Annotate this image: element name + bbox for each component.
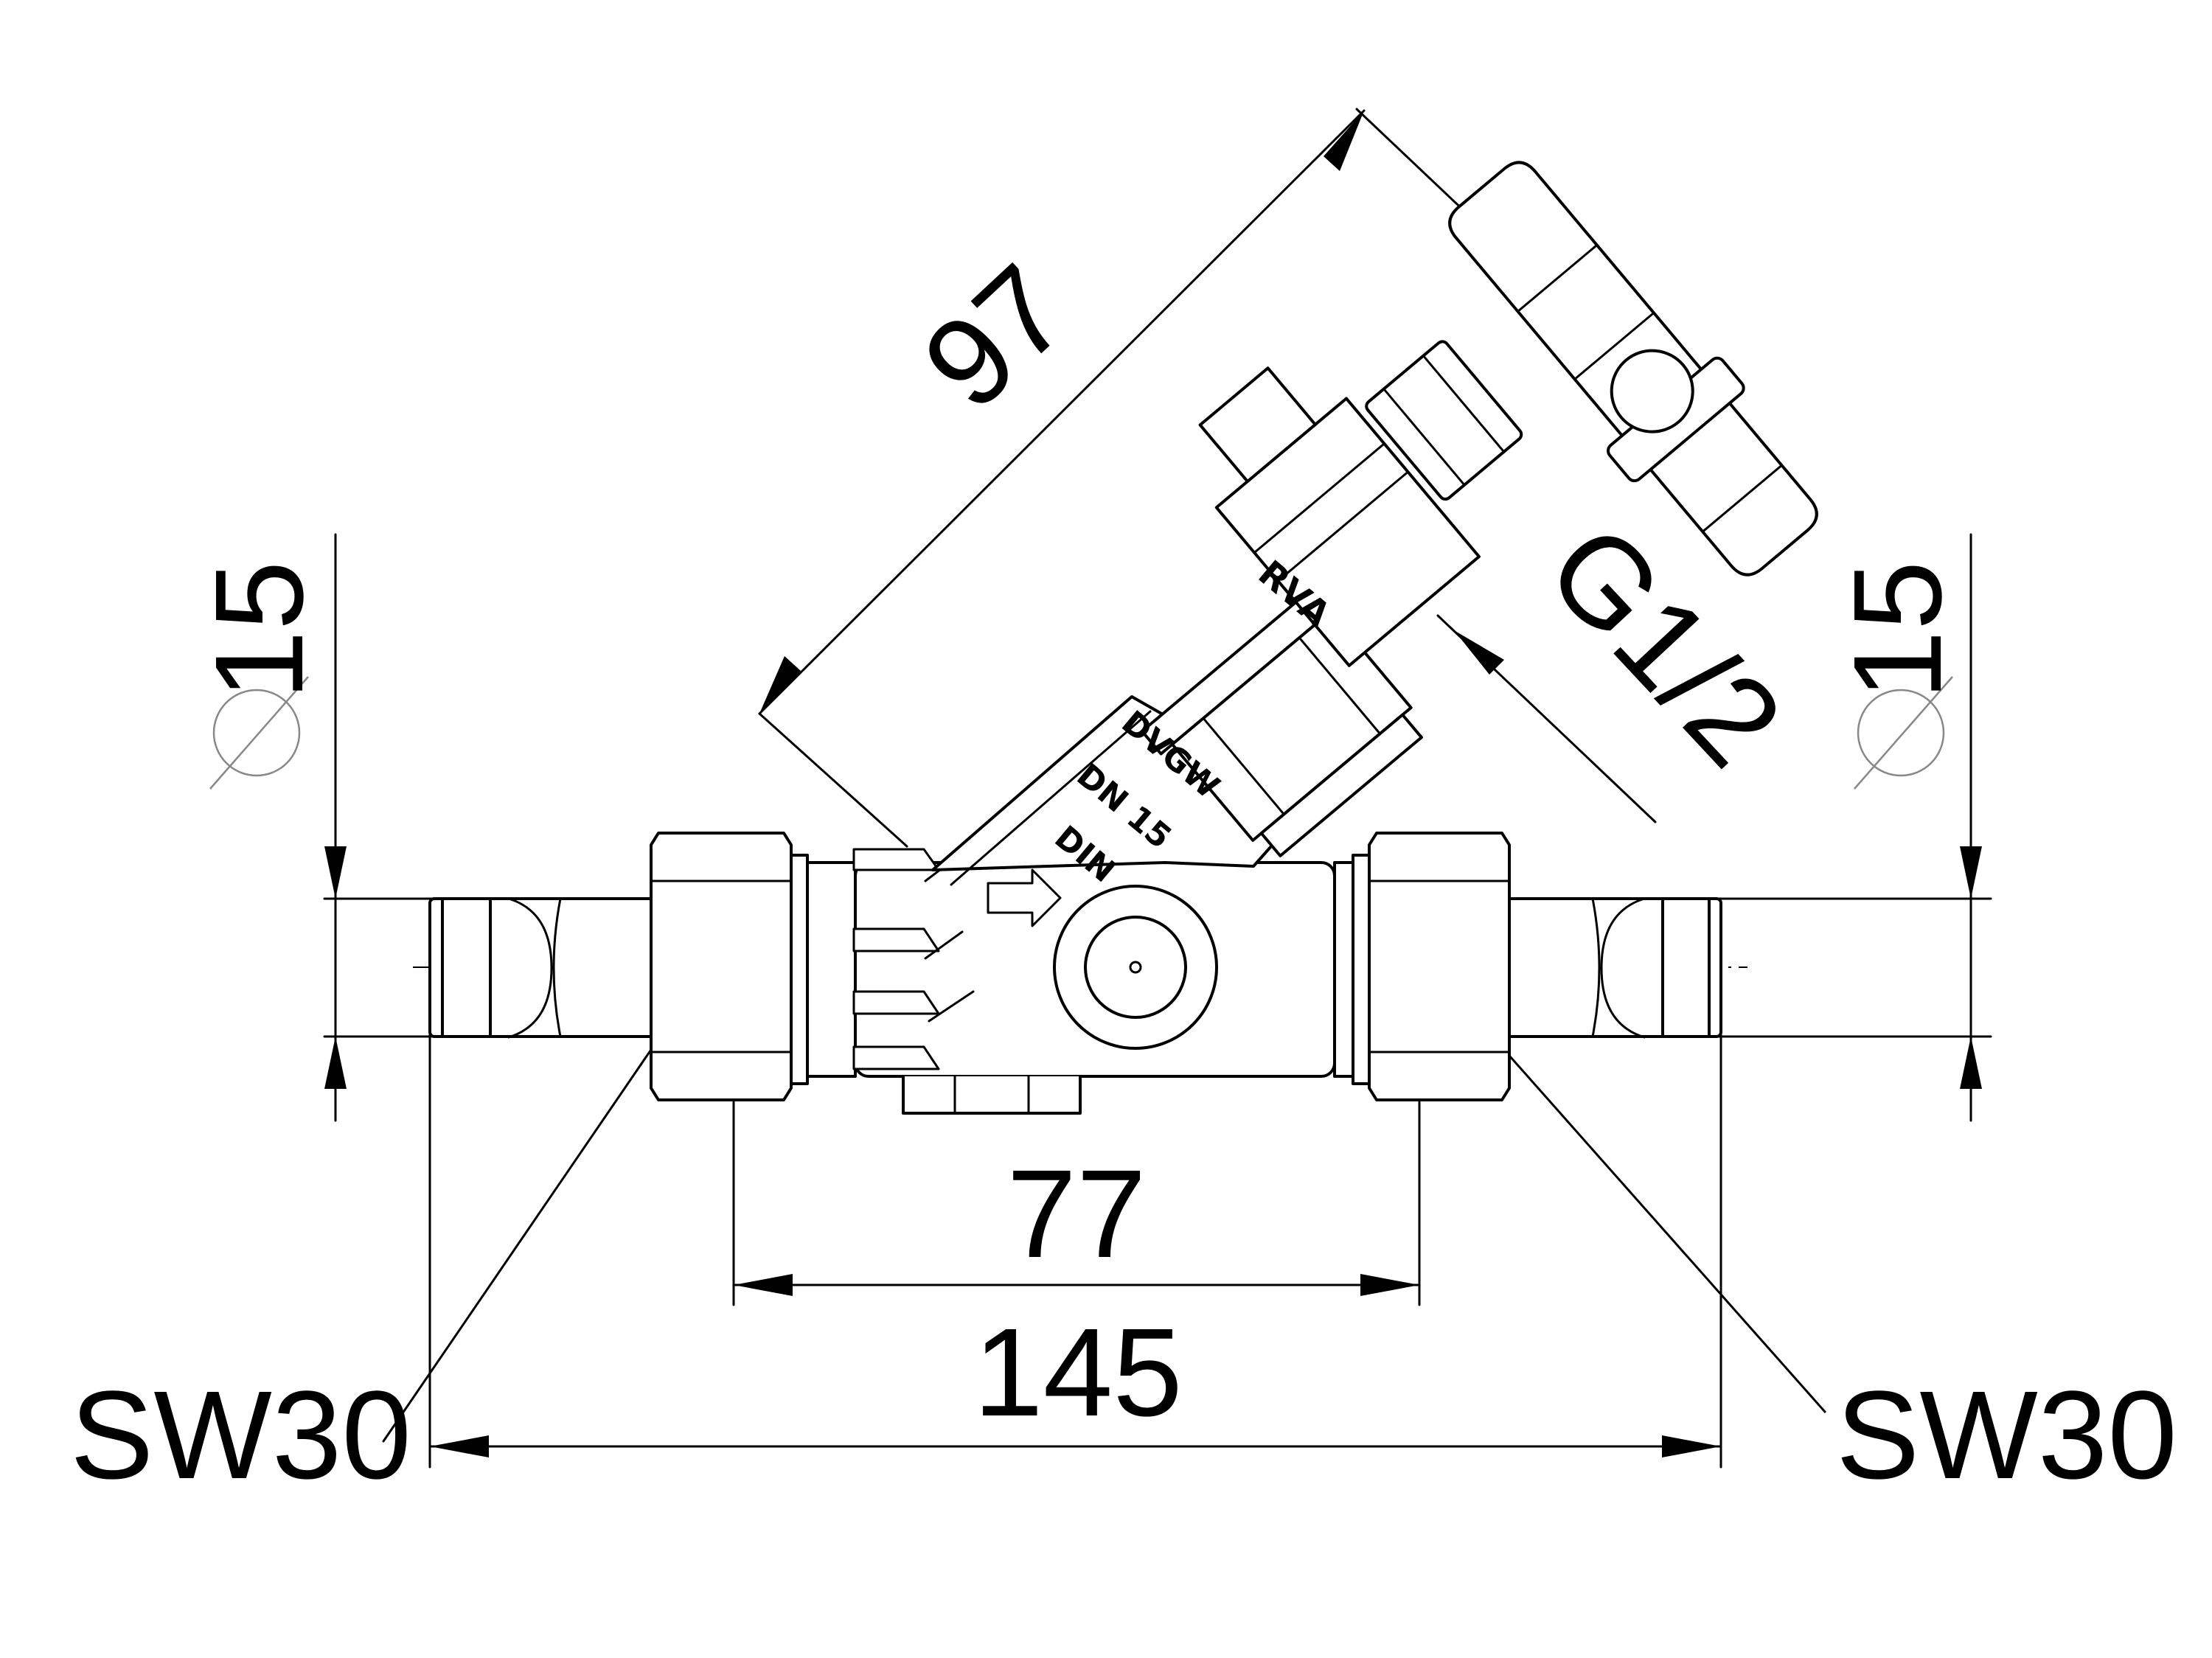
dim-wrench-left: SW30 bbox=[70, 1365, 411, 1505]
dim-height-handle: 97 bbox=[897, 239, 1095, 436]
diameter-symbol-right bbox=[1854, 676, 1953, 790]
dim-diameter-left: 15 bbox=[189, 560, 330, 700]
dim-wrench-right: SW30 bbox=[1836, 1365, 2177, 1505]
dim-length-inner: 77 bbox=[1006, 1144, 1146, 1284]
dim-diameter-right: 15 bbox=[1828, 560, 1968, 700]
valve-body bbox=[428, 161, 1818, 1115]
diameter-symbol-left bbox=[209, 676, 309, 790]
dim-length-total: 145 bbox=[973, 1303, 1183, 1443]
